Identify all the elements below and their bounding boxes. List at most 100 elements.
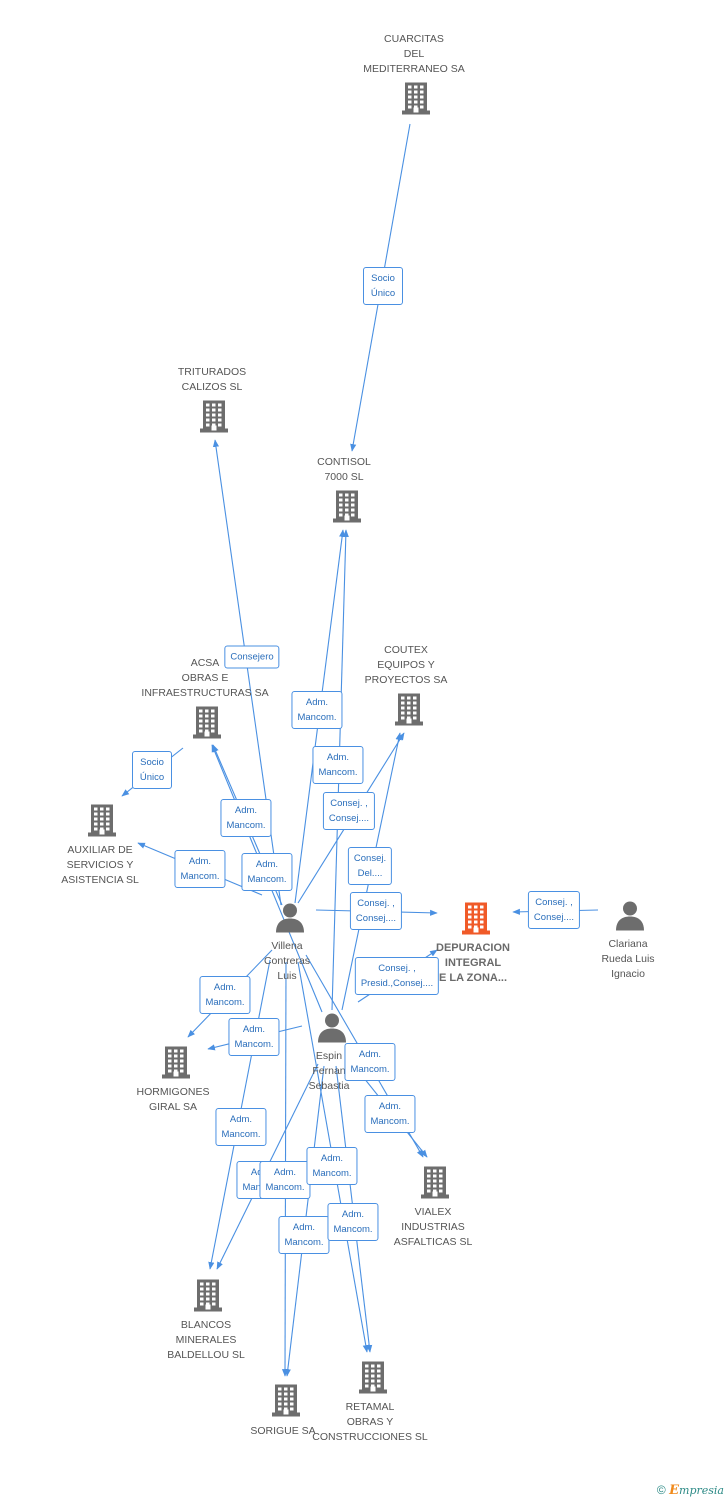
relation-label-line: Mancom.: [221, 1129, 261, 1140]
relation-label-espin-sorigue[interactable]: Adm.Mancom.: [278, 1216, 330, 1254]
relation-label-line: Adm.: [213, 982, 237, 993]
building-icon-coutex[interactable]: [395, 692, 423, 731]
building-icon-cuarcitas[interactable]: [402, 81, 430, 120]
person-icon-villena[interactable]: [275, 903, 305, 938]
node-label-line: HORMIGONES: [136, 1086, 210, 1098]
building-icon-vialex[interactable]: [421, 1165, 449, 1204]
person-icon-espin[interactable]: [317, 1013, 347, 1048]
relation-label-line: Consej....: [533, 912, 575, 923]
relation-label-line: Adm.: [255, 859, 279, 870]
relation-label-line: Socio: [371, 273, 395, 284]
relation-label-line: Adm.: [305, 697, 329, 708]
node-label-line: Clariana: [608, 938, 648, 950]
relation-label-line: Consej. ,: [330, 798, 368, 809]
relation-label-espin-hormigones[interactable]: Adm. Mancom.: [228, 1018, 280, 1056]
relation-label-villena-auxiliar[interactable]: Adm. Mancom.: [174, 850, 226, 888]
node-label-line: COUTEX: [384, 644, 428, 656]
node-label-line: TRITURADOS: [177, 366, 247, 378]
relation-label-line: Mancom.: [234, 1039, 274, 1050]
node-label-line: EQUIPOS Y: [377, 659, 435, 671]
relation-label-line: Adm.: [234, 805, 258, 816]
relation-label-villena-contisol[interactable]: Adm.Mancom.: [291, 691, 343, 729]
relation-label-line: Adm.: [292, 1222, 316, 1233]
person-icon-clariana[interactable]: [615, 901, 645, 936]
node-label-contisol[interactable]: CONTISOL 7000 SL: [317, 455, 371, 485]
relation-label-line: Socio: [140, 757, 164, 768]
relation-label-villena-acsa[interactable]: Adm.Mancom.: [220, 799, 272, 837]
building-icon-sorigue[interactable]: [272, 1383, 300, 1422]
node-label-line: 7000 SL: [324, 471, 364, 483]
relation-label-espin-depuracion[interactable]: Consej. ,Presid.,Consej....: [354, 957, 440, 995]
footer-brand: © Empresia: [657, 1483, 724, 1498]
relation-label-espin-acsa[interactable]: Adm. Mancom.: [241, 853, 293, 891]
relation-label-villena-triturados[interactable]: Consejero: [224, 645, 280, 669]
relation-label-line: Mancom.: [312, 1168, 352, 1179]
node-label-line: INDUSTRIAS: [401, 1221, 465, 1233]
node-label-cuarcitas[interactable]: CUARCITAS DEL MEDITERRANEO SA: [363, 32, 465, 77]
relation-label-espin-vialex[interactable]: Adm.Mancom.: [364, 1095, 416, 1133]
relation-label-line: Consej. ,: [357, 898, 395, 909]
relation-label-villena-depuracion[interactable]: Consej. , Consej....: [349, 892, 403, 930]
relation-label-line: Adm.: [229, 1114, 253, 1125]
relation-label-line: Mancom.: [370, 1116, 410, 1127]
relation-label-line: Consej....: [355, 913, 397, 924]
node-label-sorigue[interactable]: SORIGUE SA: [250, 1424, 315, 1439]
node-label-line: ASISTENCIA SL: [61, 874, 139, 886]
relation-label-villena-retamal[interactable]: Adm.Mancom.: [306, 1147, 358, 1185]
relation-label-line: Mancom.: [247, 874, 287, 885]
relation-label-line: Adm.: [242, 1024, 266, 1035]
building-icon-depuracion[interactable]: [462, 901, 490, 940]
relation-label-line: Adm.: [273, 1167, 297, 1178]
relation-label-line: Mancom.: [180, 871, 220, 882]
node-label-line: MEDITERRANEO SA: [363, 63, 465, 75]
relation-label-villena-blancos[interactable]: Adm. Mancom.: [215, 1108, 267, 1146]
relation-label-espin-coutex[interactable]: Consej. Del....: [347, 847, 393, 885]
relation-label-line: Adm.: [188, 856, 212, 867]
relation-label-line: Mancom.: [265, 1182, 305, 1193]
building-icon-retamal[interactable]: [359, 1360, 387, 1399]
relation-label-villena-vialex[interactable]: Adm.Mancom.: [344, 1043, 396, 1081]
relation-label-villena-coutex[interactable]: Consej. , Consej....: [322, 792, 376, 830]
building-icon-blancos[interactable]: [194, 1278, 222, 1317]
relation-label-line: Consej....: [328, 813, 370, 824]
node-label-line: INTEGRAL: [444, 957, 502, 969]
relation-label-line: Del....: [357, 868, 383, 879]
node-label-line: DEPURACION: [436, 942, 510, 954]
node-label-line: OBRAS E: [181, 672, 229, 684]
relation-label-villena-sorigue[interactable]: Adm. Mancom.: [259, 1161, 311, 1199]
relation-label-clariana-depuracion[interactable]: Consej. ,Consej....: [527, 891, 581, 929]
node-label-line: CUARCITAS: [384, 33, 444, 45]
relation-label-line: Consej.: [353, 853, 387, 864]
building-icon-acsa[interactable]: [193, 705, 221, 744]
relation-label-espin-contisol[interactable]: Adm.Mancom.: [312, 746, 364, 784]
relation-label-line: Mancom.: [205, 997, 245, 1008]
building-icon-triturados[interactable]: [200, 399, 228, 438]
relation-label-villena-hormigones[interactable]: Adm. Mancom.: [199, 976, 251, 1014]
relation-label-line: Consej. ,: [378, 963, 416, 974]
relation-label-line: Adm.: [326, 752, 350, 763]
building-icon-hormigones[interactable]: [162, 1045, 190, 1084]
relation-label-espin-retamal[interactable]: Adm.Mancom.: [327, 1203, 379, 1241]
node-label-line: ACSA: [190, 657, 220, 669]
building-icon-auxiliar[interactable]: [88, 803, 116, 842]
node-label-line: Espin: [315, 1050, 343, 1062]
node-label-line: DEL: [403, 48, 425, 60]
building-icon-contisol[interactable]: [333, 489, 361, 528]
node-label-line: CONTISOL: [317, 456, 371, 468]
node-label-line: AUXILIAR DE: [67, 844, 133, 856]
